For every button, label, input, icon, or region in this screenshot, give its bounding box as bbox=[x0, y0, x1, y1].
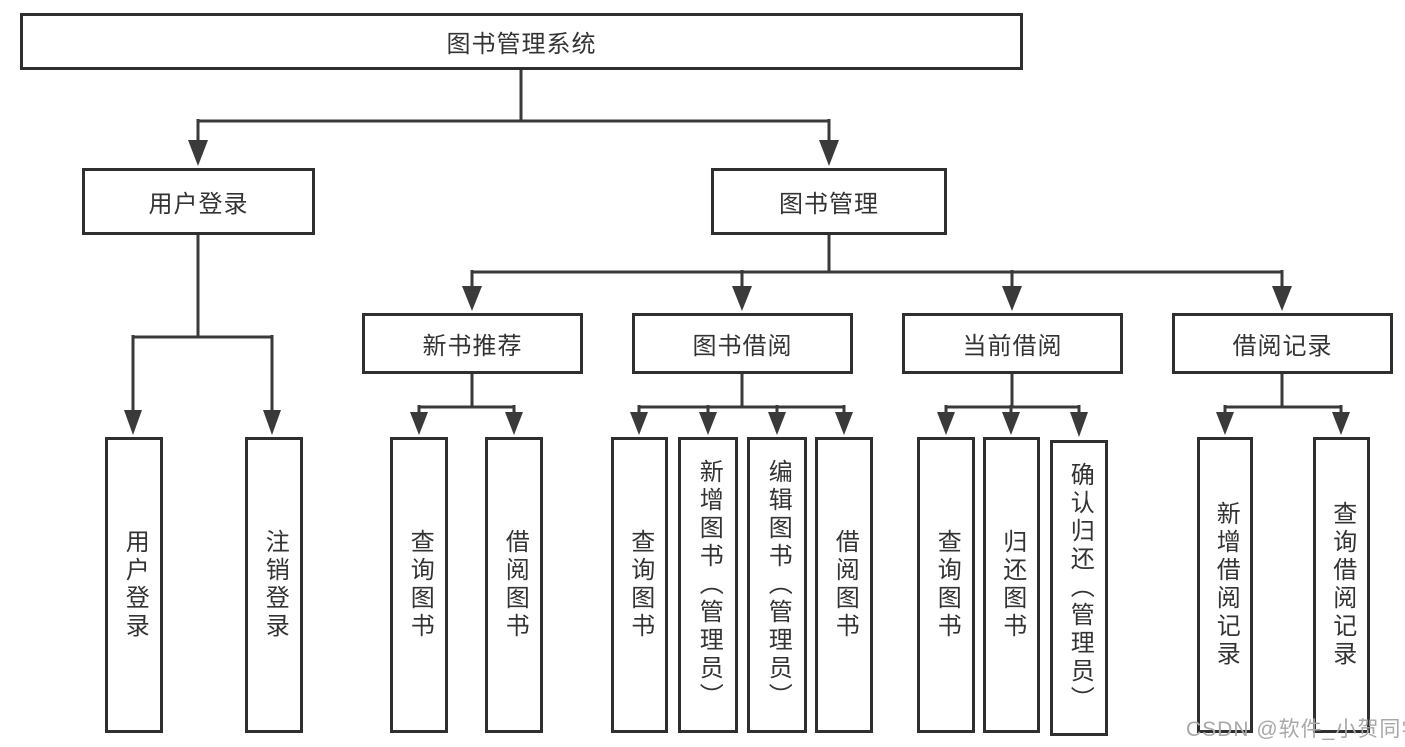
leaf-current-confirm-return-admin-label: 确认归还（管理员） bbox=[1066, 462, 1094, 714]
node-book-borrow-label: 图书借阅 bbox=[692, 333, 793, 360]
leaf-current-confirm-return-admin: 确认归还（管理员） bbox=[1050, 440, 1108, 736]
leaf-record-add: 新增借阅记录 bbox=[1197, 437, 1253, 733]
leaf-current-query-books: 查询图书 bbox=[917, 437, 975, 733]
node-user-login: 用户登录 bbox=[82, 168, 315, 235]
leaf-borrow-query-books-label: 查询图书 bbox=[626, 529, 654, 641]
leaf-recommend-borrow-books: 借阅图书 bbox=[485, 437, 543, 733]
leaf-recommend-query-books: 查询图书 bbox=[390, 437, 448, 733]
leaf-user-login: 用户登录 bbox=[105, 437, 163, 733]
leaf-borrow-query-books: 查询图书 bbox=[611, 437, 668, 733]
leaf-borrow-add-books-admin: 新增图书（管理员） bbox=[678, 437, 738, 733]
node-borrow-records: 借阅记录 bbox=[1172, 313, 1393, 374]
leaf-current-query-books-label: 查询图书 bbox=[933, 529, 961, 641]
node-user-login-label: 用户登录 bbox=[148, 191, 249, 218]
leaf-record-query: 查询借阅记录 bbox=[1313, 437, 1370, 733]
node-root: 图书管理系统 bbox=[20, 13, 1023, 70]
leaf-current-return-books-label: 归还图书 bbox=[998, 529, 1026, 641]
leaf-recommend-borrow-books-label: 借阅图书 bbox=[501, 529, 529, 641]
leaf-record-add-label: 新增借阅记录 bbox=[1212, 501, 1240, 669]
node-book-management-label: 图书管理 bbox=[779, 191, 879, 218]
node-borrow-records-label: 借阅记录 bbox=[1232, 333, 1333, 360]
leaf-logout-label: 注销登录 bbox=[261, 529, 289, 641]
node-current-borrow: 当前借阅 bbox=[902, 313, 1123, 374]
node-root-label: 图书管理系统 bbox=[446, 31, 597, 58]
node-new-book-recommend-label: 新书推荐 bbox=[422, 333, 523, 360]
leaf-record-query-label: 查询借阅记录 bbox=[1328, 501, 1356, 669]
leaf-borrow-edit-books-admin: 编辑图书（管理员） bbox=[747, 437, 807, 733]
leaf-recommend-query-books-label: 查询图书 bbox=[406, 529, 434, 641]
leaf-borrow-borrow-books: 借阅图书 bbox=[815, 437, 873, 733]
leaf-borrow-edit-books-admin-label: 编辑图书（管理员） bbox=[764, 459, 792, 711]
watermark: CSDN @软件_小贺同学 bbox=[1186, 718, 1405, 741]
leaf-borrow-add-books-admin-label: 新增图书（管理员） bbox=[695, 459, 723, 711]
leaf-borrow-borrow-books-label: 借阅图书 bbox=[831, 529, 859, 641]
node-book-management: 图书管理 bbox=[711, 168, 947, 235]
leaf-logout: 注销登录 bbox=[245, 437, 303, 733]
leaf-user-login-label: 用户登录 bbox=[121, 529, 149, 641]
node-book-borrow: 图书借阅 bbox=[632, 313, 853, 374]
leaf-current-return-books: 归还图书 bbox=[983, 437, 1040, 733]
node-new-book-recommend: 新书推荐 bbox=[362, 313, 583, 374]
node-current-borrow-label: 当前借阅 bbox=[962, 333, 1063, 360]
